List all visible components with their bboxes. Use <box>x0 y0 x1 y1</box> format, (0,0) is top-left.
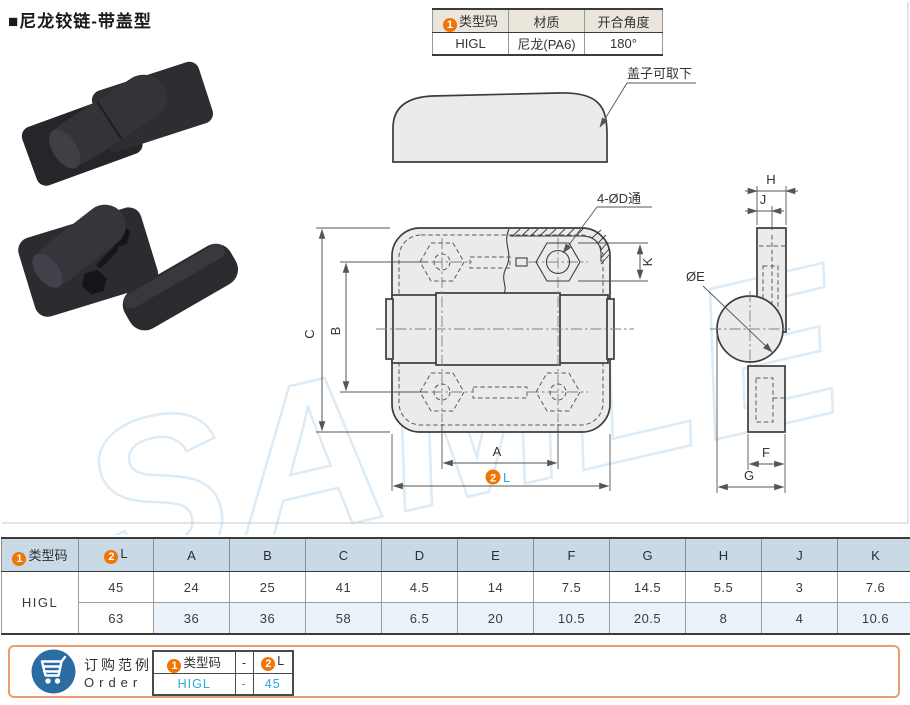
dim-cell: 14.5 <box>609 571 686 603</box>
cover-profile-view: 盖子可取下 <box>392 66 696 163</box>
dim-L-value: 63 <box>78 602 154 635</box>
order-title-en: Order <box>84 675 143 690</box>
dim-cell: 8 <box>685 602 762 635</box>
dim-cell: 7.5 <box>533 571 610 603</box>
dia-callout-label: ØE <box>686 269 705 284</box>
spec-material-value: 尼龙(PA6) <box>508 32 585 56</box>
badge-2-number: 2 <box>490 473 496 485</box>
badge-2-icon: 2 <box>261 657 276 671</box>
dim-label-f: F <box>762 445 770 460</box>
dim-label-k: K <box>640 257 655 266</box>
dim-cell: 36 <box>153 602 230 635</box>
dim-header-L-label: L <box>120 546 128 561</box>
order-L-value: 45 <box>252 673 294 696</box>
dim-header-B: B <box>229 537 306 572</box>
dim-label-b: B <box>328 327 343 336</box>
order-sep-value: - <box>234 673 254 696</box>
dim-header-F: F <box>533 537 610 572</box>
dim-label-a: A <box>493 444 502 459</box>
order-header-L-label: L <box>277 654 285 668</box>
dim-header-K: K <box>837 537 910 572</box>
dim-header-H: H <box>685 537 762 572</box>
spec-angle-value: 180° <box>584 32 663 56</box>
dim-cell: 25 <box>229 571 306 603</box>
dim-cell: 6.5 <box>381 602 458 635</box>
front-view: C B K A 2 L 4-ØD通 <box>302 191 655 491</box>
order-title-cn: 订购范例 <box>84 657 152 673</box>
dim-cell: 4 <box>761 602 838 635</box>
product-photo-closed <box>21 61 214 186</box>
spec-data-row: HIGL 尼龙(PA6) 180° <box>432 32 663 56</box>
dim-cell: 10.6 <box>837 602 910 635</box>
cover-note-label: 盖子可取下 <box>627 66 692 81</box>
side-view: H J ØE F G <box>686 172 798 493</box>
hex-recess-visible <box>515 242 581 282</box>
dim-label-l: L <box>503 470 510 485</box>
dim-L-value: 45 <box>78 571 154 603</box>
dim-header-C: C <box>305 537 382 572</box>
order-header-type-code-label: 类型码 <box>183 656 221 670</box>
spec-type-code-value: HIGL <box>432 32 509 56</box>
order-header-sep: - <box>234 650 254 674</box>
dim-label-g: G <box>744 468 754 483</box>
dim-row-45: HIGL 45 24 25 41 4.5 14 7.5 14.5 5.5 3 7… <box>1 571 910 635</box>
dim-header-E: E <box>457 537 534 572</box>
dim-cell: 36 <box>229 602 306 635</box>
order-data-row: HIGL - 45 <box>152 673 294 696</box>
dim-header-A: A <box>153 537 230 572</box>
dim-header-J: J <box>761 537 838 572</box>
order-type-code-value: HIGL <box>152 673 236 696</box>
hex-recess-hidden <box>419 242 581 412</box>
dim-label-j: J <box>760 192 767 207</box>
badge-1-icon: 1 <box>12 551 27 566</box>
badge-2-icon <box>485 469 501 485</box>
badge-1-icon: 1 <box>442 17 457 32</box>
badge-1-icon: 1 <box>167 659 182 673</box>
technical-drawing: SAMLE <box>2 2 909 535</box>
section-border <box>2 2 909 524</box>
cutaway-hatch <box>510 228 610 265</box>
dim-label-c: C <box>302 329 317 338</box>
dim-header-G: G <box>609 537 686 572</box>
dim-cell: 20 <box>457 602 534 635</box>
dim-cell: 14 <box>457 571 534 603</box>
spec-header-material: 材质 <box>508 8 585 33</box>
dim-cell: 4.5 <box>381 571 458 603</box>
dim-cell: 10.5 <box>533 602 610 635</box>
cart-icon <box>31 649 76 694</box>
dim-header-D: D <box>381 537 458 572</box>
dim-cell: 58 <box>305 602 382 635</box>
dim-cell: 20.5 <box>609 602 686 635</box>
dim-cell: 7.6 <box>837 571 910 603</box>
dim-type-code-value: HIGL <box>1 571 79 635</box>
dim-header-type-code-label: 类型码 <box>28 547 68 563</box>
dim-label-h: H <box>766 172 775 187</box>
spec-header-angle: 开合角度 <box>584 8 663 33</box>
badge-2-icon: 2 <box>104 550 119 564</box>
dim-cell: 24 <box>153 571 230 603</box>
product-photo-open <box>18 204 238 331</box>
dim-cell: 41 <box>305 571 382 603</box>
dim-cell: 3 <box>761 571 838 603</box>
dim-row-63: 63 36 36 58 6.5 20 10.5 20.5 8 4 10.6 <box>2 602 910 635</box>
spec-header-type-code-label: 类型码 <box>458 13 498 29</box>
page-title: ■尼龙铰链-带盖型 <box>8 12 152 31</box>
hole-callout-label: 4-ØD通 <box>597 191 641 206</box>
dim-cell: 5.5 <box>685 571 762 603</box>
